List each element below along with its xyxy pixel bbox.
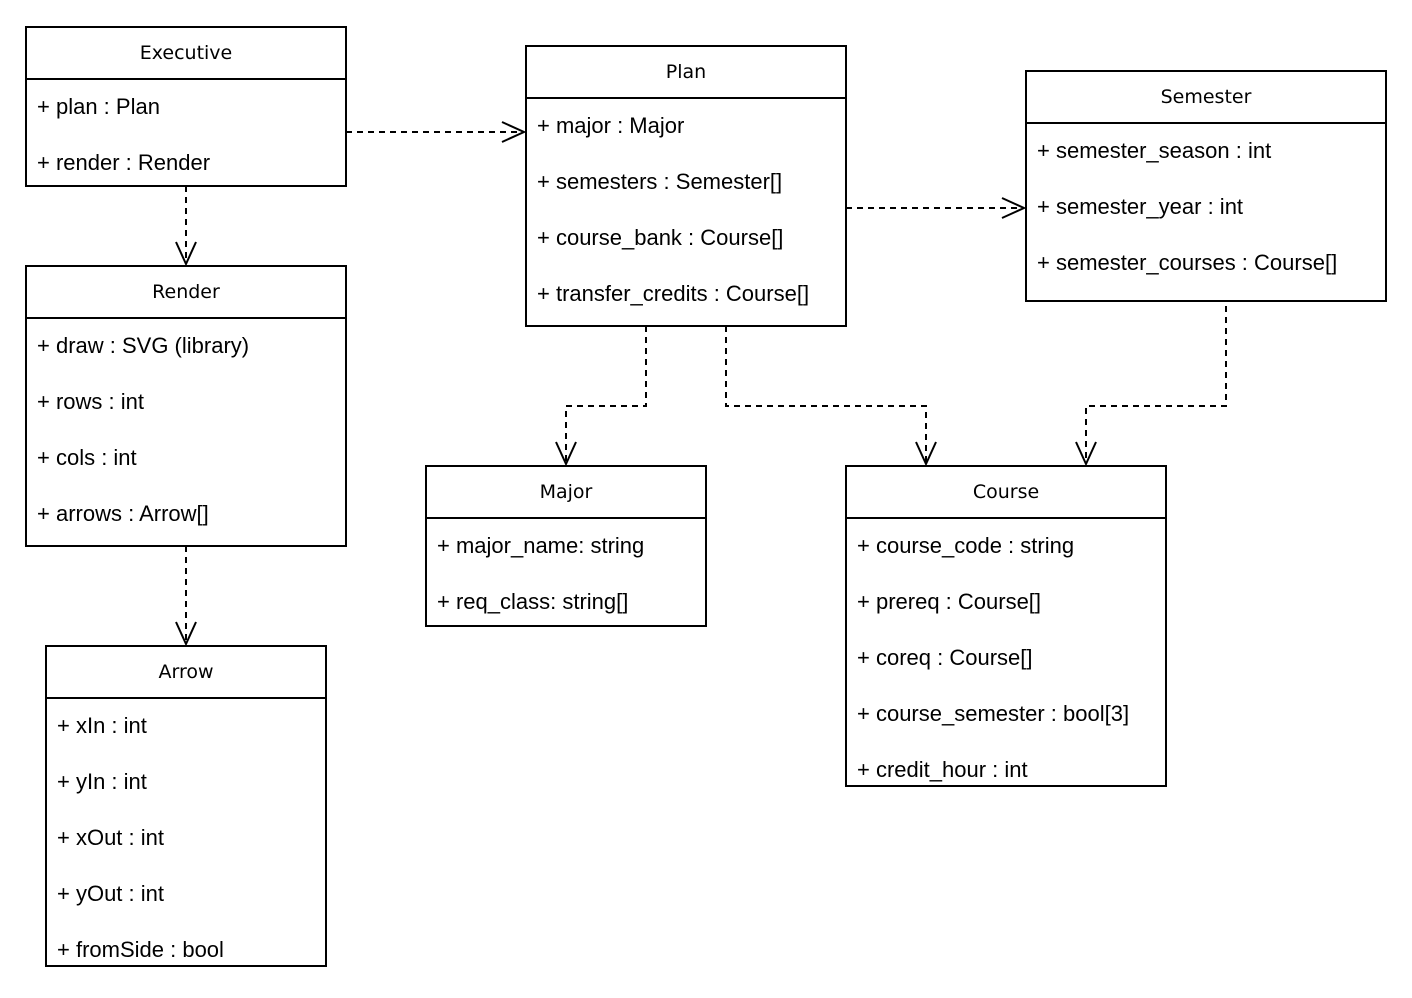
attribute-transfer-credits: + transfer_credits : Course[] (537, 281, 810, 306)
class-arrow[interactable]: Arrow + xIn : int + yIn : int + xOut : i… (45, 645, 327, 967)
attribute-semester-year: + semester_year : int (1037, 194, 1244, 219)
attribute-course-semester: + course_semester : bool[3] (857, 701, 1130, 726)
class-semester[interactable]: Semester + semester_season : int + semes… (1025, 70, 1387, 302)
attribute-coreq: + coreq : Course[] (857, 645, 1033, 670)
attribute-major: + major : Major (537, 113, 685, 138)
attribute-rows: + rows : int (37, 389, 144, 414)
attribute-semester-courses: + semester_courses : Course[] (1037, 250, 1338, 275)
class-course-name: Course (847, 467, 1165, 519)
attribute-course-bank: + course_bank : Course[] (537, 225, 784, 250)
attribute-semesters: + semesters : Semester[] (537, 169, 783, 194)
attribute-y-out: + yOut : int (57, 881, 164, 906)
class-plan-name: Plan (527, 47, 845, 99)
attribute-cols: + cols : int (37, 445, 137, 470)
attribute-course-code: + course_code : string (857, 533, 1075, 558)
arrowhead-semester (1001, 197, 1027, 219)
arrowhead-course-from-semester (1075, 441, 1097, 467)
class-arrow-name: Arrow (47, 647, 325, 699)
class-executive-name: Executive (27, 28, 345, 80)
attribute-x-in: + xIn : int (57, 713, 147, 738)
attribute-y-in: + yIn : int (57, 769, 147, 794)
class-executive[interactable]: Executive + plan : Plan + render : Rende… (25, 26, 347, 187)
attribute-major-name: + major_name: string (437, 533, 645, 558)
class-major-name: Major (427, 467, 705, 519)
attribute-arrows: + arrows : Arrow[] (37, 501, 209, 526)
class-major[interactable]: Major + major_name: string + req_class: … (425, 465, 707, 627)
dependency-plan-to-major (565, 326, 647, 462)
class-course[interactable]: Course + course_code : string + prereq :… (845, 465, 1167, 787)
attribute-prereq: + prereq : Course[] (857, 589, 1042, 614)
arrowhead-plan (501, 121, 527, 143)
attribute-draw: + draw : SVG (library) (37, 333, 250, 358)
arrowhead-render (175, 241, 197, 267)
attribute-plan: + plan : Plan (37, 94, 160, 119)
class-semester-name: Semester (1027, 72, 1385, 124)
arrowhead-course-from-plan (915, 441, 937, 467)
attribute-render: + render : Render (37, 150, 211, 175)
attribute-from-side: + fromSide : bool (57, 937, 224, 962)
class-render-name: Render (27, 267, 345, 319)
attribute-semester-season: + semester_season : int (1037, 138, 1272, 163)
attribute-req-class: + req_class: string[] (437, 589, 629, 614)
class-plan[interactable]: Plan + major : Major + semesters : Semes… (525, 45, 847, 327)
dependency-plan-to-course (725, 326, 927, 462)
attribute-credit-hour: + credit_hour : int (857, 757, 1028, 782)
class-render[interactable]: Render + draw : SVG (library) + rows : i… (25, 265, 347, 547)
arrowhead-arrow (175, 621, 197, 647)
dependency-semester-to-course (1085, 306, 1227, 462)
arrowhead-major (555, 441, 577, 467)
attribute-x-out: + xOut : int (57, 825, 164, 850)
